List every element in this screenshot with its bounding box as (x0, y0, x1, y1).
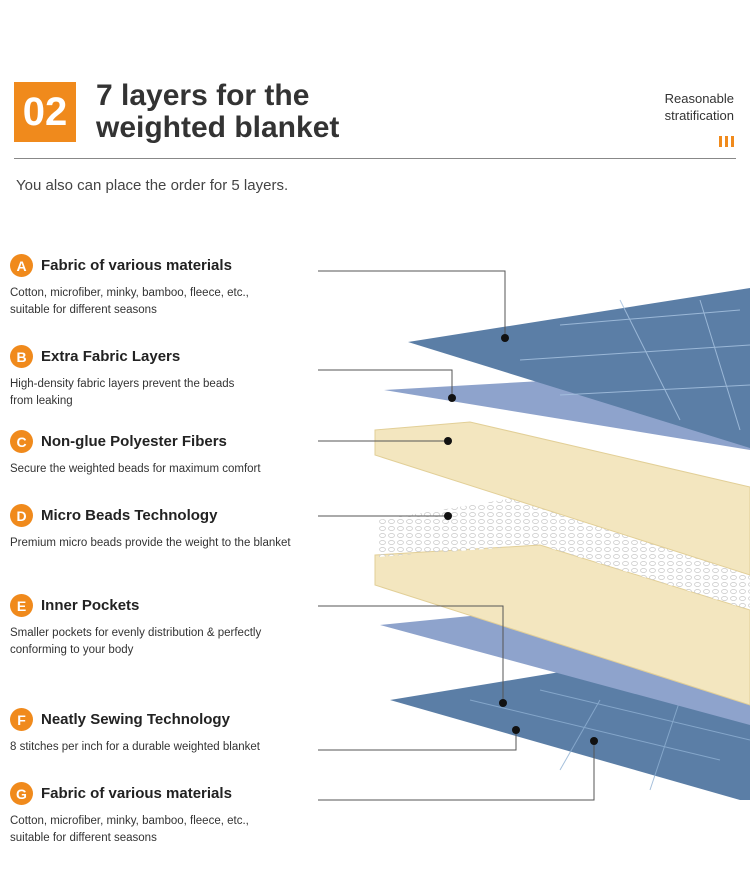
title-line-2: weighted blanket (96, 111, 340, 144)
item-title: Micro Beads Technology (41, 507, 218, 524)
badge-e: E (10, 594, 33, 617)
side-label-line-1: Reasonable (664, 91, 734, 106)
badge-c: C (10, 430, 33, 453)
item-desc: 8 stitches per inch for a durable weight… (10, 741, 260, 753)
title-line-1: 7 layers for the (96, 79, 310, 112)
layer-c-fiber (374, 421, 750, 576)
item-desc: Smaller pockets for evenly distribution … (10, 627, 262, 656)
item-title: Neatly Sewing Technology (41, 711, 230, 728)
leader-lines (318, 270, 595, 801)
item-desc: Cotton, microfiber, minky, bamboo, fleec… (10, 815, 249, 844)
layer-item-d: D Micro Beads Technology Premium micro be… (10, 504, 320, 552)
badge-g: G (10, 782, 33, 805)
header-divider (14, 158, 736, 159)
layer-item-a: A Fabric of various materials Cotton, mic… (10, 254, 320, 319)
layer-item-f: F Neatly Sewing Technology 8 stitches per… (10, 708, 320, 756)
item-title: Non-glue Polyester Fibers (41, 433, 227, 450)
subtitle: You also can place the order for 5 layer… (16, 177, 289, 194)
badge-a: A (10, 254, 33, 277)
leader-dots (444, 334, 598, 745)
item-desc: Premium micro beads provide the weight t… (10, 537, 291, 549)
badge-f: F (10, 708, 33, 731)
layer-g-fabric (390, 672, 750, 800)
item-title: Fabric of various materials (41, 785, 232, 802)
badge-b: B (10, 345, 33, 368)
badge-d: D (10, 504, 33, 527)
layer-a-fabric (408, 288, 750, 448)
section-number-box: 02 (14, 82, 76, 142)
layer-item-g: G Fabric of various materials Cotton, mic… (10, 782, 320, 847)
item-desc: Cotton, microfiber, minky, bamboo, fleec… (10, 287, 249, 316)
item-desc: High-density fabric layers prevent the b… (10, 378, 235, 407)
layer-item-c: C Non-glue Polyester Fibers Secure the we… (10, 430, 320, 478)
accent-bars-icon (719, 136, 734, 147)
layer-d-beads (378, 497, 750, 610)
layer-item-e: E Inner Pockets Smaller pockets for evenl… (10, 594, 320, 659)
layer-item-b: B Extra Fabric Layers High-density fabric… (10, 345, 320, 410)
layer-f-fabric (380, 612, 750, 725)
item-title: Inner Pockets (41, 597, 140, 614)
page-title: 7 layers for the weighted blanket (96, 80, 339, 144)
layer-g-grid (469, 689, 750, 791)
item-title: Extra Fabric Layers (41, 348, 181, 365)
layer-a-grid (519, 299, 750, 431)
side-label: Reasonable stratification (665, 90, 734, 124)
item-title: Fabric of various materials (41, 257, 232, 274)
item-desc: Secure the weighted beads for maximum co… (10, 463, 261, 475)
side-label-line-2: stratification (664, 108, 734, 123)
section-number: 02 (22, 89, 68, 134)
